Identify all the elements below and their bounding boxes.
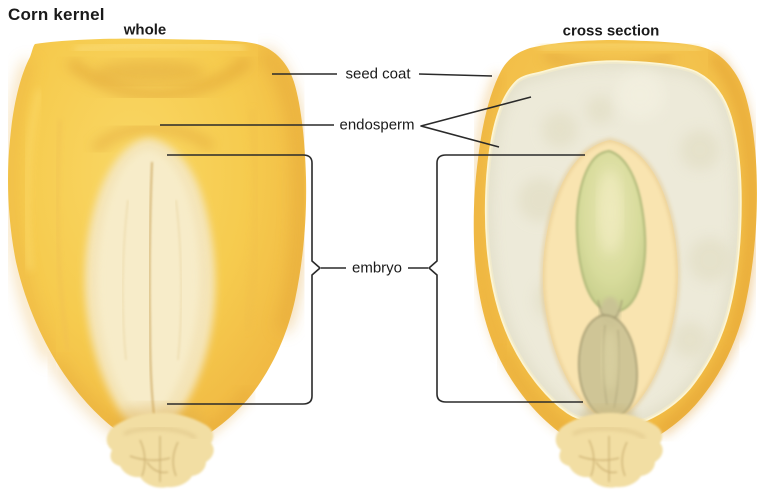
figure-title: Corn kernel	[8, 5, 105, 24]
cross-section-rim-shading	[472, 41, 757, 438]
view-label-whole: whole	[123, 21, 167, 39]
plumule-highlight	[598, 170, 622, 254]
view-label-cross-section: cross section	[562, 22, 660, 40]
whole-kernel-illustration	[7, 38, 307, 488]
part-label-embryo: embryo	[351, 259, 403, 277]
cross-section-tip-cap	[556, 413, 663, 488]
seed-coat-leader-right	[418, 73, 493, 77]
embryo-bracket-left	[167, 154, 321, 405]
part-label-seed-coat: seed coat	[345, 65, 411, 83]
leader-lines	[160, 73, 585, 405]
cross-section-illustration	[472, 40, 757, 488]
embryo-bracket-right	[428, 154, 585, 403]
whole-tip-cap	[107, 413, 214, 488]
radicle-highlight	[602, 330, 618, 390]
whole-embryo-highlight	[97, 150, 200, 418]
whole-embryo-creases	[122, 161, 182, 425]
part-label-endosperm: endosperm	[339, 116, 415, 134]
endosperm-leader-fork	[420, 96, 532, 148]
